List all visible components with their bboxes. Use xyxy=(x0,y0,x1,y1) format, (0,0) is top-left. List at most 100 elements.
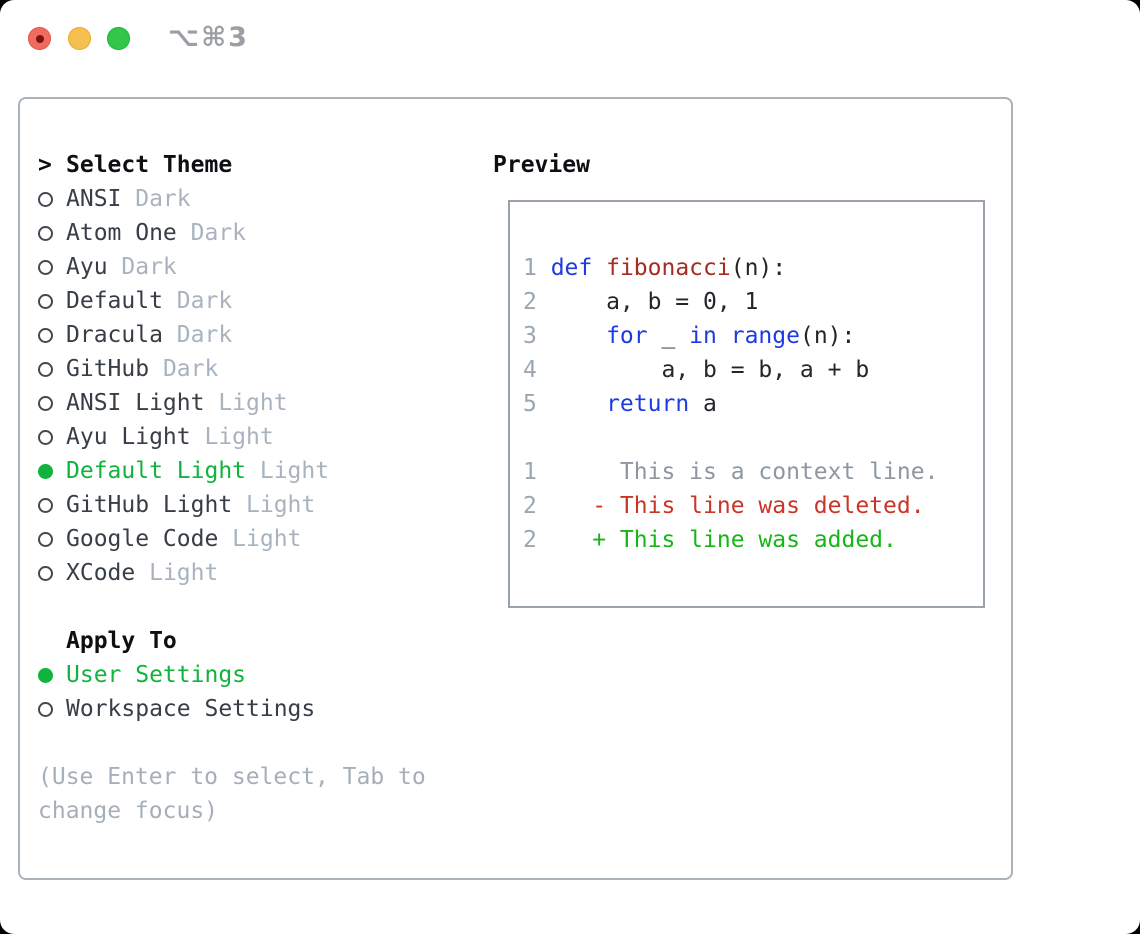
keyboard-hint: change focus) xyxy=(38,794,478,828)
theme-option[interactable]: GitHub Dark xyxy=(38,352,478,386)
preview-title: Preview xyxy=(493,152,590,178)
theme-variant-badge: Dark xyxy=(135,186,191,212)
apply-to-option[interactable]: User Settings xyxy=(38,658,478,692)
theme-option-label: GitHub Light xyxy=(66,492,233,518)
code-token: This is a context line. xyxy=(550,459,939,485)
theme-list-header: >Select Theme xyxy=(38,148,478,182)
radio-icon xyxy=(38,701,66,717)
minimize-button[interactable] xyxy=(68,27,91,50)
theme-variant-badge: Light xyxy=(204,424,274,450)
keyboard-hint: (Use Enter to select, Tab to xyxy=(38,760,478,794)
code-token: a, b = b, a + b xyxy=(550,357,870,383)
line-number: 1 xyxy=(523,459,537,485)
code-token: a, b = 0, 1 xyxy=(550,289,759,315)
keyboard-hint-text: (Use Enter to select, Tab to xyxy=(38,764,426,790)
radio-unselected-icon xyxy=(38,497,53,513)
code-token: return xyxy=(606,391,690,417)
radio-unselected-icon xyxy=(38,361,53,377)
theme-option-label: ANSI xyxy=(66,186,122,212)
maximize-button[interactable] xyxy=(107,27,130,50)
theme-option[interactable]: XCode Light xyxy=(38,556,478,590)
radio-icon xyxy=(38,497,66,513)
code-token: (n): xyxy=(799,323,856,349)
radio-unselected-icon xyxy=(38,565,53,581)
apply-to-option[interactable]: Workspace Settings xyxy=(38,692,478,726)
radio-icon xyxy=(38,429,66,445)
radio-icon xyxy=(38,565,66,581)
radio-unselected-icon xyxy=(38,327,53,343)
line-number: 5 xyxy=(523,391,537,417)
radio-icon xyxy=(38,259,66,275)
theme-option-label: Default Light xyxy=(66,458,247,484)
theme-variant-badge: Light xyxy=(246,492,316,518)
theme-option[interactable]: GitHub Light Light xyxy=(38,488,478,522)
radio-icon xyxy=(38,191,66,207)
code-token: for xyxy=(606,323,648,349)
theme-option[interactable]: Ayu Light Light xyxy=(38,420,478,454)
code-token: - This line was deleted. xyxy=(550,493,925,519)
code-token xyxy=(551,391,606,417)
radio-unselected-icon xyxy=(38,531,53,547)
theme-option-label: XCode xyxy=(66,560,136,586)
theme-option[interactable]: Default Dark xyxy=(38,284,478,318)
theme-option-label: Dracula xyxy=(66,322,163,348)
radio-unselected-icon xyxy=(38,225,53,241)
theme-option-label: Google Code xyxy=(66,526,219,552)
radio-icon xyxy=(38,293,66,309)
theme-variant-badge: Dark xyxy=(162,356,219,382)
code-line: 4 a, b = b, a + b xyxy=(523,353,938,387)
theme-option[interactable]: Atom One Dark xyxy=(38,216,478,250)
line-number: 1 xyxy=(523,255,537,281)
keyboard-hint-text: change focus) xyxy=(38,798,219,824)
line-number: 2 xyxy=(523,527,537,553)
radio-icon xyxy=(38,531,66,547)
line-number: 4 xyxy=(523,357,537,383)
code-line: 3 for _ in range(n): xyxy=(523,319,938,353)
radio-icon xyxy=(38,225,66,241)
window-titlebar: ⌥⌘3 xyxy=(0,0,1140,76)
theme-variant-badge: Light xyxy=(232,526,302,552)
code-token: + This line was added. xyxy=(550,527,897,553)
code-line: 2 + This line was added. xyxy=(523,523,938,557)
apply-to-title: Apply To xyxy=(66,628,177,654)
code-token xyxy=(551,323,606,349)
theme-option[interactable]: Dracula Dark xyxy=(38,318,478,352)
radio-unselected-icon xyxy=(38,259,53,275)
radio-icon xyxy=(38,667,66,683)
radio-selected-icon xyxy=(38,667,53,683)
theme-option-label: Default xyxy=(66,288,163,314)
theme-variant-badge: Dark xyxy=(176,322,233,348)
theme-option-label: Ayu xyxy=(66,254,108,280)
code-line xyxy=(523,421,938,455)
theme-variant-badge: Dark xyxy=(176,288,233,314)
radio-unselected-icon xyxy=(38,429,53,445)
close-button[interactable] xyxy=(28,27,51,50)
theme-option-label: Atom One xyxy=(66,220,177,246)
theme-variant-badge: Dark xyxy=(190,220,247,246)
focus-caret-icon: > xyxy=(38,152,52,178)
radio-unselected-icon xyxy=(38,701,53,717)
theme-option[interactable]: ANSI Dark xyxy=(38,182,478,216)
code-token xyxy=(717,323,731,349)
code-token: a xyxy=(689,391,717,417)
radio-selected-icon xyxy=(38,463,53,479)
radio-unselected-icon xyxy=(38,293,53,309)
theme-option-label: ANSI Light xyxy=(66,390,205,416)
theme-option[interactable]: Google Code Light xyxy=(38,522,478,556)
theme-variant-badge: Light xyxy=(149,560,219,586)
radio-icon xyxy=(38,327,66,343)
apply-to-header: Apply To xyxy=(38,624,478,658)
radio-unselected-icon xyxy=(38,191,53,207)
theme-option-label: Ayu Light xyxy=(66,424,191,450)
code-token: def xyxy=(550,255,593,281)
line-number: 2 xyxy=(523,289,537,315)
theme-option-label: GitHub xyxy=(66,356,150,382)
